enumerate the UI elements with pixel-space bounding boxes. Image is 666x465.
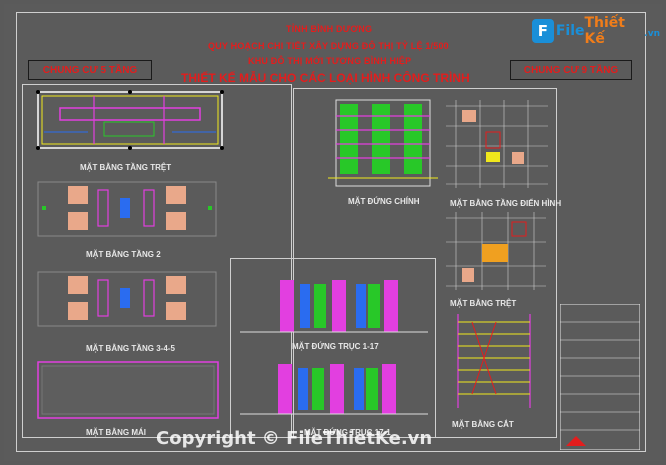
main-title: THIẾT KẾ MẪU CHO CÁC LOẠI HÌNH CÔNG TRÌN…: [181, 71, 470, 85]
roof-label: MẶT BẰNG MÁI: [86, 428, 146, 437]
floor2-plan-drawing: [37, 181, 217, 237]
roof-plan-drawing: [37, 361, 219, 419]
outer-frame: [16, 12, 646, 452]
logo-name-b: Thiết Kế: [584, 15, 625, 47]
facade-axis2-label: MẶT ĐỨNG TRỤC 17-1: [304, 428, 391, 437]
province-title: TỈNH BÌNH DƯƠNG: [286, 24, 373, 34]
site-logo: F File Thiết Kế .vn: [532, 15, 660, 47]
drawing-sheet: TỈNH BÌNH DƯƠNG QUY HOẠCH CHI TIẾT XÂY D…: [4, 4, 662, 461]
floor2-label: MẶT BẰNG TẦNG 2: [86, 250, 161, 259]
left-panel-frame: [22, 84, 292, 438]
ground-plan-label: MẶT BẰNG TẦNG TRỆT: [80, 163, 172, 172]
section-label: MẶT BẰNG CẮT: [452, 420, 514, 429]
area-title: KHU ĐÔ THỊ MỚI TƯƠNG BÌNH HIỆP: [248, 56, 412, 66]
typical-floor-plan-drawing: [446, 100, 548, 188]
facade-axis-drawing: [240, 280, 428, 333]
nine-storey-box: CHUNG CƯ 9 TẦNG: [510, 60, 632, 80]
facade-panel-frame: [230, 258, 436, 438]
typical-floor-label: MẶT BẰNG TẦNG ĐIỂN HÌNH: [450, 199, 562, 208]
five-storey-box: CHUNG CƯ 5 TẦNG: [28, 60, 152, 80]
ground-floor-drawing-right: [446, 212, 546, 290]
facade-axis-label: MẶT ĐỨNG TRỤC 1-17: [292, 342, 379, 351]
ground-floor-plan-drawing: [36, 90, 224, 150]
facade-axis2-drawing: [240, 364, 428, 415]
ground-floor-label: MẶT BẰNG TRỆT: [450, 299, 517, 308]
floor345-plan-drawing: [37, 271, 217, 327]
logo-icon: F: [532, 19, 554, 43]
plan-title: QUY HOẠCH CHI TIẾT XÂY DỰNG ĐÔ THỊ TỶ LỆ…: [208, 41, 449, 51]
copyright-watermark: Copyright © FileThietKe.vn: [156, 428, 433, 449]
main-facade-drawing: [328, 99, 438, 187]
section-drawing: [457, 314, 531, 408]
floor345-label: MẶT BẰNG TẦNG 3-4-5: [86, 344, 175, 353]
title-block: [560, 304, 640, 450]
logo-suffix: .vn: [644, 29, 660, 39]
main-facade-label: MẶT ĐỨNG CHÍNH: [348, 197, 420, 206]
logo-name-a: File: [555, 23, 585, 39]
